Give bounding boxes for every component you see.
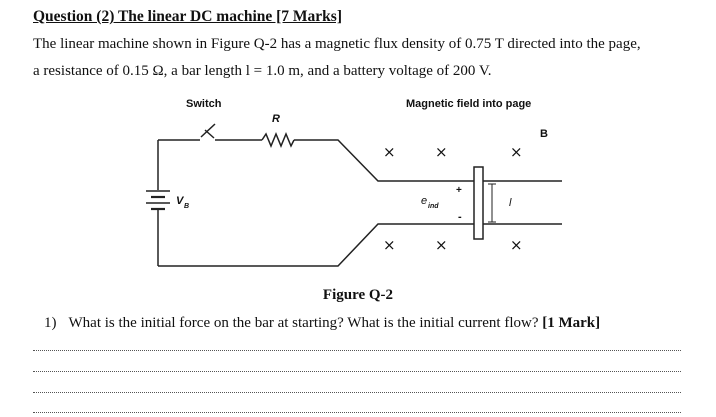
answer-line[interactable] [33,350,681,351]
figure-caption: Figure Q-2 [322,287,394,303]
resistor-symbol [261,132,295,148]
magnetic-field-label: Magnetic field into page [406,98,531,110]
induced-voltage-subscript: ind [428,203,439,210]
battery-symbol [146,190,170,211]
battery-voltage-subscript: B [184,203,189,210]
subquestion-marks: [1 Mark] [542,315,601,331]
plus-sign: + [456,185,462,196]
length-label: l [509,197,512,209]
switch-symbol [200,123,216,139]
answer-line[interactable] [33,371,681,372]
wire-top-right [294,139,562,182]
field-cross-mark: × [510,143,523,161]
field-cross-mark: × [383,236,396,254]
induced-voltage-label: e [421,195,427,207]
field-cross-mark: × [435,143,448,161]
answer-line[interactable] [33,392,681,393]
question-text-line-2: a resistance of 0.15 Ω, a bar length l =… [33,63,492,79]
b-field-label: B [540,128,548,140]
question-text-line-1: The linear machine shown in Figure Q-2 h… [33,36,641,52]
answer-line[interactable] [33,412,681,413]
field-cross-mark: × [383,143,396,161]
battery-voltage-label: V [176,195,185,207]
subquestion-text: What is the initial force on the bar at … [68,315,543,331]
subquestion-number: 1) [44,315,57,331]
moving-bar [473,166,484,240]
resistor-label: R [272,113,280,125]
question-heading: Question (2) The linear DC machine [7 Ma… [33,8,342,25]
switch-label: Switch [186,98,222,110]
subquestion-1: 1) What is the initial force on the bar a… [44,315,600,332]
field-cross-mark: × [510,236,523,254]
minus-sign: - [458,211,462,223]
length-arrow [488,183,496,223]
wire-bottom [158,223,562,267]
field-cross-mark: × [435,236,448,254]
